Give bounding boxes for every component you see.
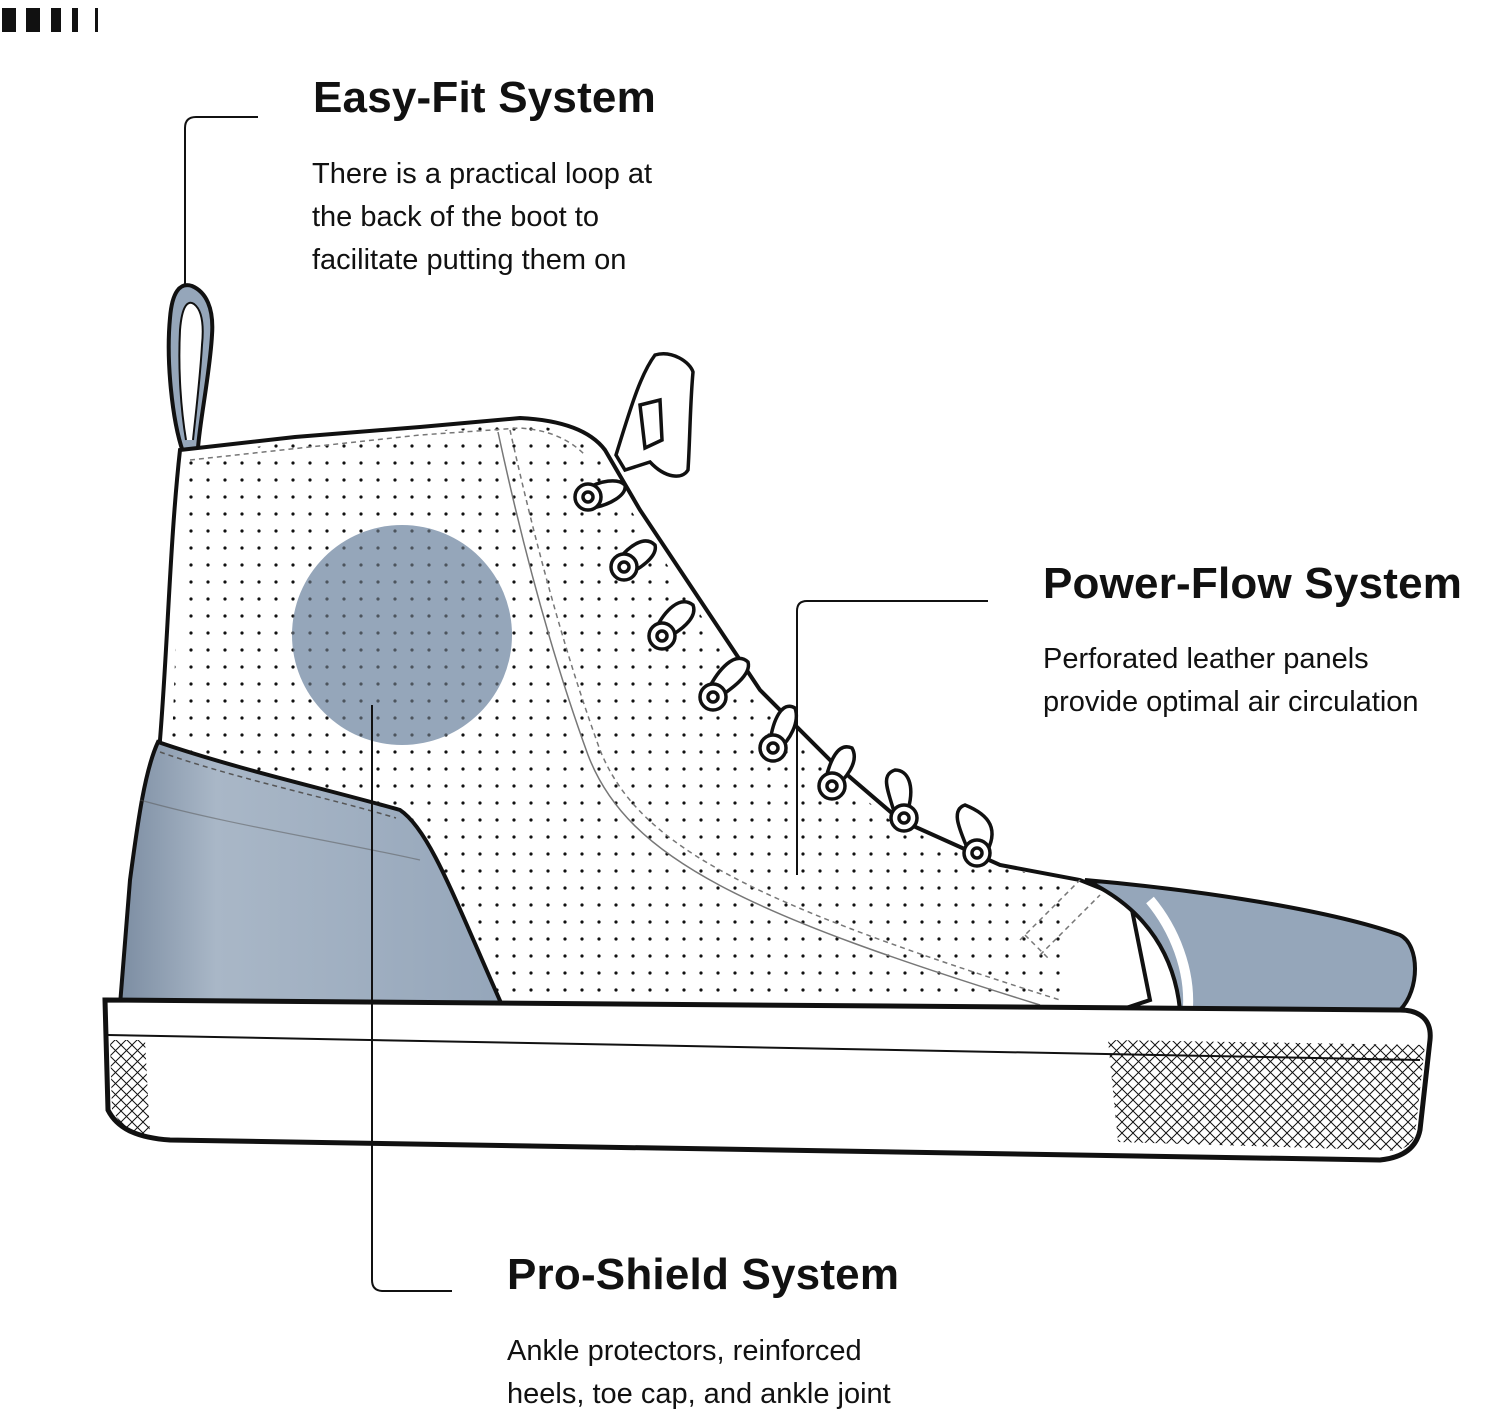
power-flow-title: Power-Flow System — [1043, 559, 1463, 608]
pro-shield-description: Ankle protectors, reinforced heels, toe … — [507, 1330, 891, 1416]
easy-fit-line-3: facilitate putting them on — [312, 244, 627, 276]
power-flow-line-2: provide optimal air circulation — [1043, 686, 1419, 718]
toe-cap — [1084, 878, 1417, 1012]
easy-fit-description: There is a practical loop at the back of… — [312, 153, 652, 282]
pro-shield-line-1: Ankle protectors, reinforced — [507, 1335, 862, 1367]
pro-shield-title: Pro-Shield System — [507, 1250, 900, 1299]
pro-shield-line-2: heels, toe cap, and ankle joint — [507, 1378, 891, 1410]
leader-lines — [184, 116, 988, 1292]
easy-fit-title: Easy-Fit System — [313, 73, 656, 122]
easy-fit-line-2: the back of the boot to — [312, 201, 599, 233]
power-flow-line-1: Perforated leather panels — [1043, 643, 1369, 675]
power-flow-description: Perforated leather panels provide optima… — [1043, 638, 1419, 724]
eyelets — [573, 482, 992, 868]
brand-bars-icon — [2, 8, 98, 32]
easy-fit-line-1: There is a practical loop at — [312, 158, 653, 190]
heel-counter — [117, 739, 509, 1015]
